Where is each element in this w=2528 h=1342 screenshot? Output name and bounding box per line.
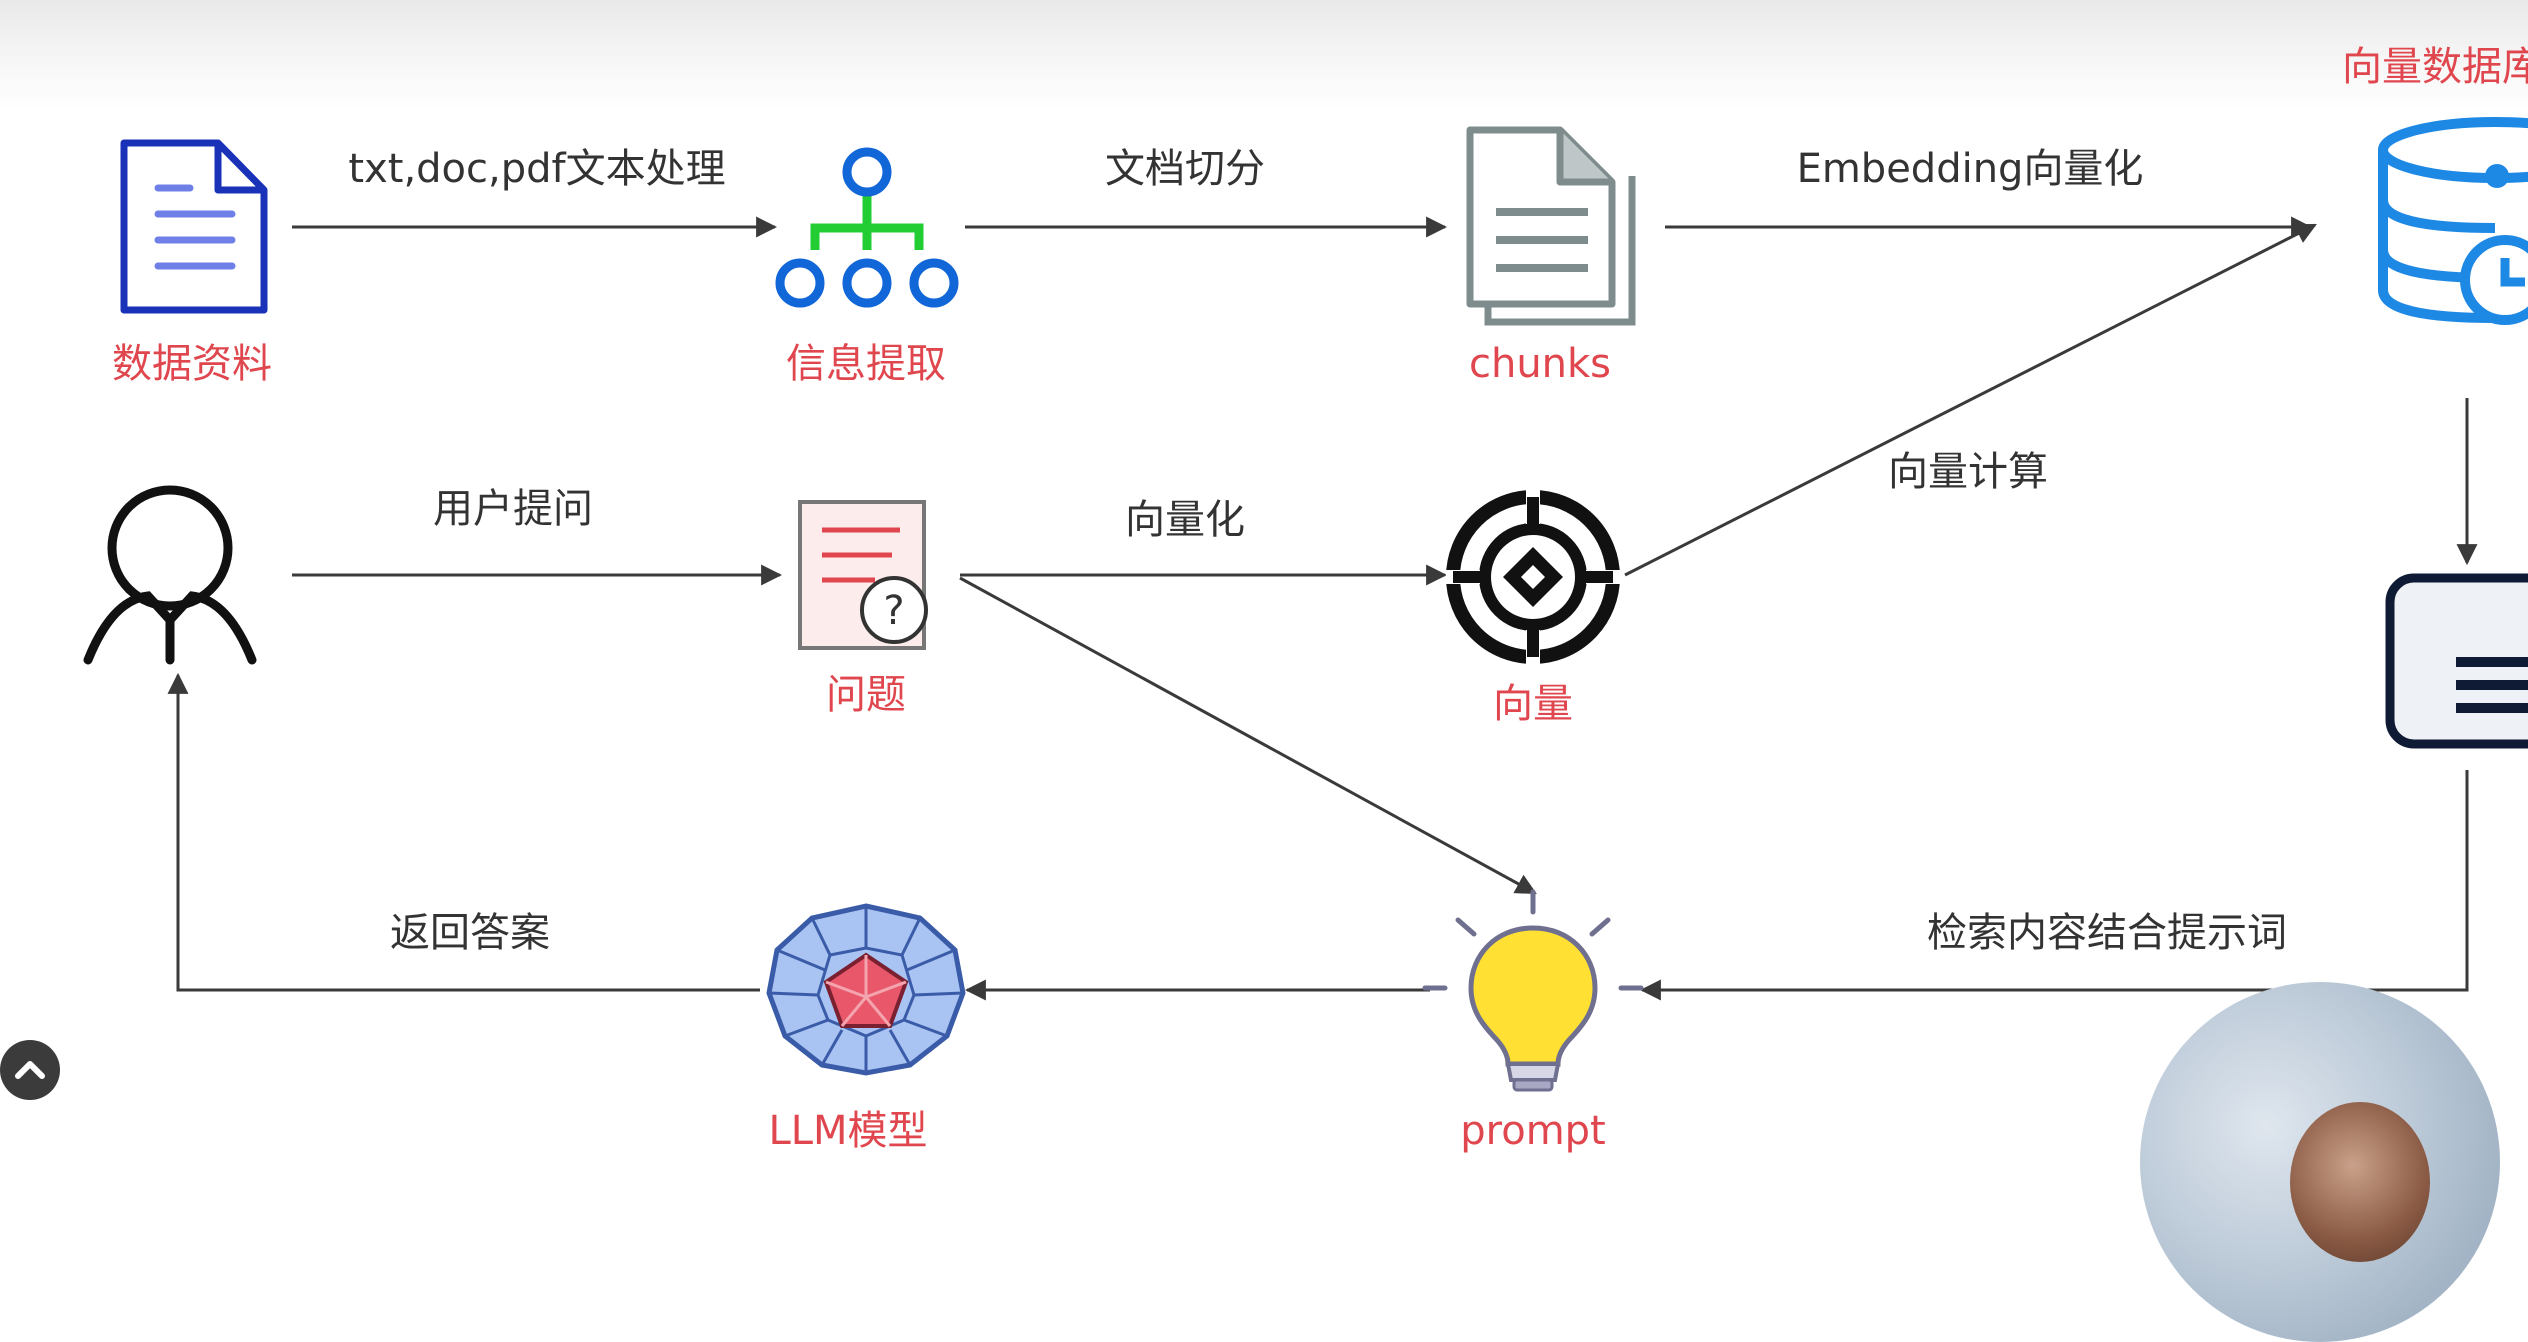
webcam-face [2290, 1102, 2430, 1262]
edge-label-user-question: 用户提问 [433, 486, 593, 532]
node-vector: 向量 [1446, 490, 1620, 727]
node-user [83, 485, 257, 665]
node-label-llm: LLM模型 [768, 1108, 927, 1154]
node-retrieved [2385, 573, 2528, 749]
user-icon [83, 485, 257, 665]
document-list-icon [2385, 573, 2528, 749]
svg-text:?: ? [883, 588, 904, 634]
lightbulb-icon [1422, 889, 1644, 1092]
node-question: ? 问题 [798, 500, 928, 718]
rag-flow-diagram: txt,doc,pdf文本处理 文档切分 Embedding向量化 用户提问 向… [83, 44, 2528, 1154]
edge-llm-to-user [167, 672, 760, 992]
node-label-info-extract: 信息提取 [786, 341, 946, 387]
document-icon [120, 139, 268, 314]
scroll-to-top-button[interactable] [0, 1040, 60, 1100]
edge-label-embedding: Embedding向量化 [1797, 146, 2144, 192]
edge-vector-compute [1624, 223, 2317, 577]
edges [167, 216, 2478, 1001]
node-label-data-source: 数据资料 [112, 341, 272, 387]
target-icon [1446, 490, 1620, 664]
edge-label-vectorize: 向量化 [1125, 497, 1245, 543]
node-prompt: prompt [1422, 889, 1644, 1154]
edge-labels: txt,doc,pdf文本处理 文档切分 Embedding向量化 用户提问 向… [348, 146, 2287, 956]
question-document-icon: ? [798, 500, 928, 650]
node-chunks: chunks [1466, 126, 1636, 387]
gem-icon [766, 903, 966, 1076]
node-llm: LLM模型 [766, 903, 966, 1154]
edge-label-retrieve-combine: 检索内容结合提示词 [1927, 910, 2287, 956]
edge-label-vector-compute: 向量计算 [1888, 449, 2048, 495]
node-vector-db: 向量数据库 [2342, 44, 2528, 325]
edge-retrieved-to-prompt [1639, 770, 2469, 1001]
edge-label-return-answer: 返回答案 [390, 910, 550, 956]
edge-label-text-processing: txt,doc,pdf文本处理 [348, 146, 725, 192]
node-label-vector: 向量 [1493, 681, 1573, 727]
top-bar [0, 0, 2528, 110]
node-label-vector-db: 向量数据库 [2342, 44, 2528, 90]
database-icon [2378, 117, 2528, 325]
node-label-chunks: chunks [1469, 341, 1611, 387]
node-data-source: 数据资料 [112, 139, 272, 387]
webcam-overlay [2140, 982, 2500, 1342]
files-icon [1466, 126, 1636, 326]
node-label-question: 问题 [826, 672, 906, 718]
node-label-prompt: prompt [1460, 1108, 1605, 1154]
edge-question-to-prompt [959, 576, 1537, 895]
hierarchy-icon [775, 147, 959, 308]
chevron-up-icon [15, 1061, 45, 1079]
node-info-extract: 信息提取 [775, 147, 959, 387]
edge-label-doc-split: 文档切分 [1105, 146, 1265, 192]
